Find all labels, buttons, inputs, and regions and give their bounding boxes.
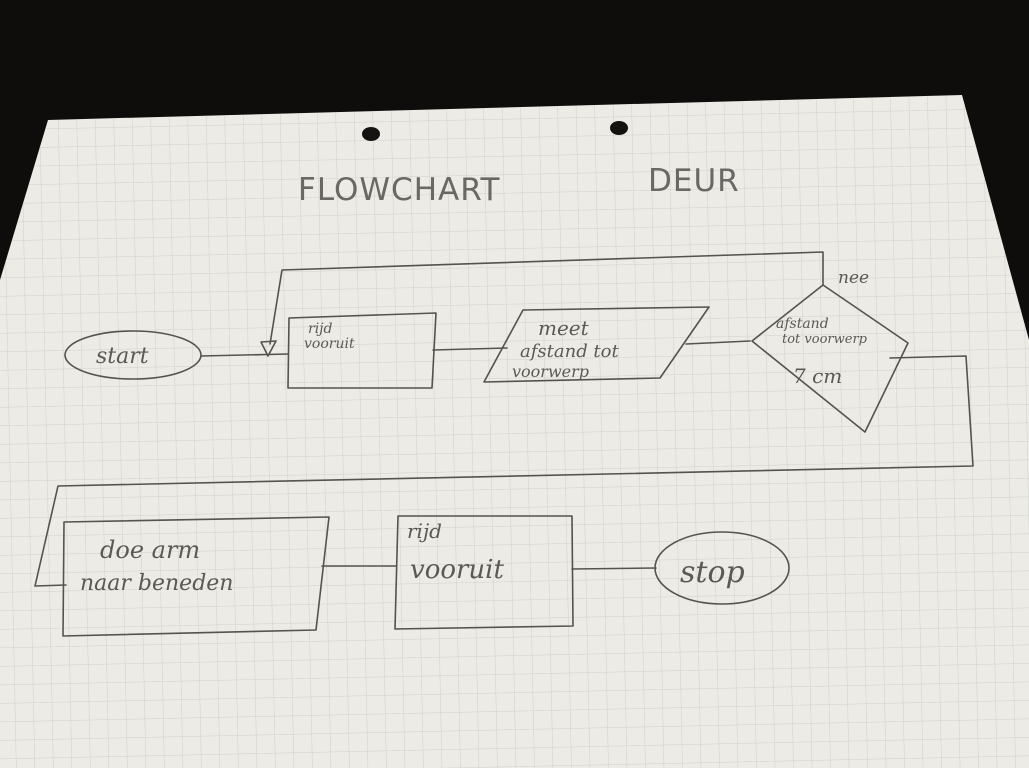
arm-down-line1: doe arm xyxy=(100,536,200,564)
edge-drive-to-measure xyxy=(432,347,508,351)
edge-ja-to-arm xyxy=(34,355,974,587)
edge-loop-back-nee xyxy=(269,251,824,345)
measure-line2: afstand tot xyxy=(520,341,620,362)
process-arm-down xyxy=(62,516,330,637)
stop-terminator xyxy=(654,531,790,605)
title-flowchart: FLOWCHART xyxy=(298,172,500,208)
start-label: start xyxy=(96,344,149,369)
drive-forward-2-line1: rijd xyxy=(407,519,442,543)
edge-label-nee: nee xyxy=(838,268,869,288)
start-terminator xyxy=(64,330,202,380)
edge-measure-to-decision xyxy=(685,340,751,345)
decision-distance xyxy=(751,284,909,433)
decision-line1: afstand xyxy=(776,316,829,332)
edge-start-to-drive xyxy=(200,353,289,357)
paper-grid xyxy=(0,95,1029,768)
decision-line3: 7 cm xyxy=(793,364,842,388)
measure-line3: voorwerp xyxy=(512,362,589,381)
drive-forward-1-line1: rijd xyxy=(308,321,333,337)
edge-drive-to-stop xyxy=(571,567,657,570)
punch-hole-right xyxy=(610,121,628,135)
arm-down-line2: naar beneden xyxy=(80,571,233,596)
drive-forward-2-line2: vooruit xyxy=(410,555,504,585)
measure-line1: meet xyxy=(538,316,590,340)
loop-arrow-head xyxy=(260,340,277,357)
decision-line2: tot voorwerp xyxy=(782,332,868,347)
title-deur: DEUR xyxy=(648,163,740,199)
punch-hole-left xyxy=(362,127,380,141)
drive-forward-1-line2: vooruit xyxy=(304,336,355,352)
process-drive-forward-1 xyxy=(287,312,437,389)
process-drive-forward-2 xyxy=(394,515,574,630)
stop-label: stop xyxy=(680,555,745,590)
io-measure-distance xyxy=(483,306,710,383)
